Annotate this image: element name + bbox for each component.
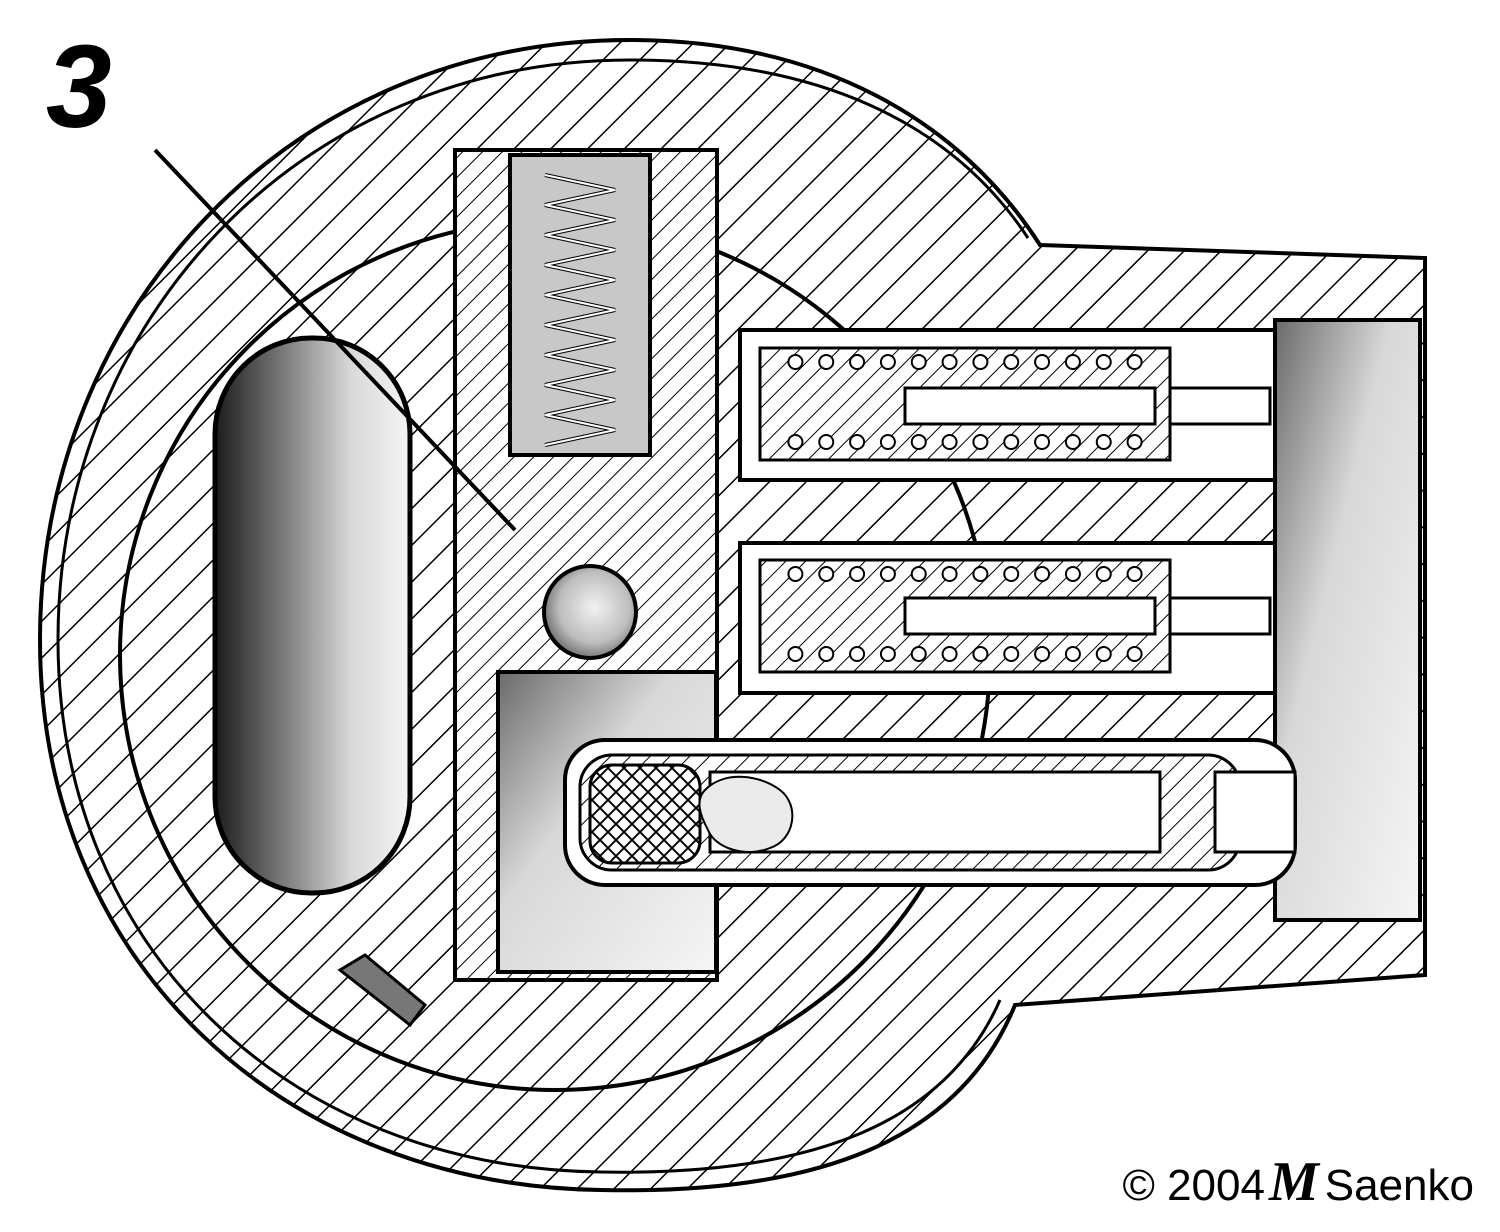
coil-wire	[1034, 434, 1051, 450]
coil-wire	[1064, 434, 1081, 450]
coil-wire	[1064, 646, 1081, 662]
coil-wire	[849, 434, 866, 450]
coil-wire	[1126, 354, 1143, 370]
author-name: Saenko	[1324, 1161, 1474, 1210]
coil-wire	[910, 646, 927, 662]
top-spring-chamber	[508, 153, 652, 457]
coil-wire	[941, 434, 958, 450]
coil-wire	[1034, 354, 1051, 370]
coil-wire	[910, 566, 927, 582]
coil-wire	[818, 646, 835, 662]
lower-pin-spring	[787, 566, 1143, 662]
coil-wire	[1126, 646, 1143, 662]
coil-wire	[941, 354, 958, 370]
coil-wire	[818, 354, 835, 370]
coil-wire	[941, 646, 958, 662]
coil-wire	[818, 566, 835, 582]
coil-wire	[849, 646, 866, 662]
coil-wire	[1003, 354, 1020, 370]
coil-wire	[972, 434, 989, 450]
lower-detent	[337, 953, 428, 1028]
coil-wire	[1126, 566, 1143, 582]
coil-wire	[849, 566, 866, 582]
coil-wire	[787, 354, 804, 370]
rear-bore	[1273, 318, 1422, 922]
coil-wire	[1064, 354, 1081, 370]
debris-blob	[698, 775, 794, 853]
coil-wire	[787, 566, 804, 582]
coil-wire	[1003, 566, 1020, 582]
coil-wire	[849, 354, 866, 370]
coil-wire	[1095, 434, 1112, 450]
coil-wire	[879, 566, 896, 582]
pin-stack-upper	[738, 328, 1277, 482]
detent-ball	[542, 564, 638, 660]
coil-wire	[1126, 434, 1143, 450]
pin-stack-lower	[738, 541, 1277, 695]
coil-wire	[787, 434, 804, 450]
coil-wire	[879, 354, 896, 370]
coil-wire	[972, 566, 989, 582]
upper-pin-spring	[787, 354, 1143, 450]
copyright-text: © 2004	[1122, 1161, 1265, 1210]
coil-wire	[879, 646, 896, 662]
author-monogram: M	[1268, 1151, 1319, 1213]
coil-wire	[787, 646, 804, 662]
coil-wire	[972, 354, 989, 370]
coil-wire	[1095, 354, 1112, 370]
coil-wire	[1003, 434, 1020, 450]
coil-wire	[941, 566, 958, 582]
callout-leader-line	[153, 148, 517, 532]
coil-wire	[1095, 566, 1112, 582]
coil-wire	[1095, 646, 1112, 662]
coil-wire	[818, 434, 835, 450]
coil-wire	[1003, 646, 1020, 662]
coil-wire	[1034, 646, 1051, 662]
keyway-slot	[212, 335, 413, 896]
callout-number: 3	[46, 21, 112, 153]
coil-wire	[910, 434, 927, 450]
coil-wire	[879, 434, 896, 450]
coil-wire	[1034, 566, 1051, 582]
bottom-tube	[563, 738, 1297, 887]
coil-wire	[910, 354, 927, 370]
coil-wire	[972, 646, 989, 662]
coil-wire	[1064, 566, 1081, 582]
